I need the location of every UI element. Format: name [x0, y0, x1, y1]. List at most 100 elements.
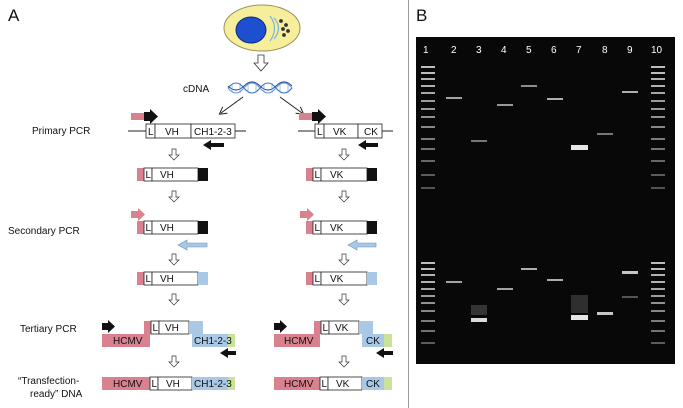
- heavy-primary-leader: L: [148, 127, 154, 138]
- band-lane-2-upper: [446, 97, 462, 99]
- lane-label-7: 7: [576, 45, 582, 56]
- lane-label-6: 6: [551, 45, 557, 56]
- heavy-secondary-product: L VH: [137, 271, 208, 286]
- heavy-tertiary-vector-promoter: HCMV: [102, 334, 150, 347]
- light-product1-variable: VK: [330, 170, 344, 181]
- heavy-secondary-forward-primer: [131, 208, 145, 221]
- light-final-leader: L: [322, 379, 328, 390]
- stage-label-tertiary: Tertiary PCR: [20, 324, 77, 335]
- cdna-helix-icon: [227, 81, 293, 94]
- light-secondary-product: L VK: [306, 271, 377, 286]
- band-lane-3-lower: [471, 318, 487, 322]
- lane-labels: 1 2 3 4 5 6 7 8 9 10: [423, 45, 663, 56]
- band-lane-4-upper: [497, 104, 513, 106]
- heavy-tertiary-leader: L: [153, 323, 159, 334]
- light-secondary-leader: L: [315, 223, 321, 234]
- band-lane-9-lower: [622, 271, 638, 274]
- heavy-secondary-leader: L: [146, 223, 152, 234]
- arrow-heavy-primary-down: [168, 148, 180, 161]
- heavy-tertiary-promoter-label: HCMV: [113, 336, 143, 347]
- band-lane-9-faint: [622, 296, 638, 298]
- heavy-product2-leader: L: [146, 274, 152, 285]
- panel-a-letter: A: [8, 6, 20, 25]
- band-lane-3-upper: [471, 140, 487, 142]
- light-primary-construct: L VK CK: [314, 123, 383, 139]
- heavy-product2-variable: VH: [160, 274, 174, 285]
- arrow-heavy-product1-down: [168, 190, 180, 203]
- arrow-light-product1-down: [338, 190, 350, 203]
- panel-b-letter: B: [416, 6, 427, 25]
- stage-label-secondary: Secondary PCR: [8, 226, 80, 237]
- light-primary-reverse-primer-icon: [358, 140, 378, 150]
- heavy-tertiary-constant-label: CH1-2-3: [194, 336, 232, 347]
- light-transfection-ready-dna: HCMV L VK CK: [274, 376, 392, 391]
- band-lane-9-upper: [622, 91, 638, 93]
- band-lane-7-upper: [571, 145, 588, 150]
- arrow-light-tertiary-down: [338, 355, 350, 368]
- ladder-lane-10: [651, 66, 665, 344]
- band-lane-4-lower: [497, 288, 513, 290]
- heavy-product1-leader: L: [146, 170, 152, 181]
- gel-image: [416, 37, 675, 364]
- band-lane-7-lower: [571, 315, 588, 320]
- heavy-tertiary-insert: L VH: [144, 320, 203, 335]
- heavy-final-variable: VH: [166, 379, 180, 390]
- band-lane-7-smear: [571, 295, 588, 313]
- ladder-lane-1: [421, 66, 435, 344]
- light-product1-leader: L: [315, 170, 321, 181]
- heavy-secondary-reverse-primer: [177, 239, 208, 251]
- lane-label-8: 8: [602, 45, 608, 56]
- heavy-tertiary-vector-constant: CH1-2-3: [192, 334, 235, 347]
- band-lane-3-smear: [471, 305, 487, 315]
- band-lane-8-lower: [597, 312, 613, 315]
- light-secondary-forward-primer: [300, 208, 314, 221]
- light-tertiary-reverse-primer-icon: [376, 348, 393, 358]
- band-lane-8-upper: [597, 133, 613, 135]
- b-cell-icon: [223, 4, 301, 52]
- band-lane-5-lower: [521, 268, 537, 270]
- light-tertiary-variable: VK: [335, 323, 349, 334]
- arrow-cell-to-cdna: [253, 54, 269, 72]
- light-primary-forward-primer: [299, 109, 326, 124]
- heavy-secondary-variable: VH: [160, 223, 174, 234]
- light-tertiary-vector-constant: CK: [362, 334, 392, 347]
- heavy-secondary-template: L VH: [137, 220, 208, 235]
- stage-label-final-line1: “Transfection-: [18, 376, 79, 387]
- panel-a-flowchart: cDNA Primary PCR Secondary PCR Tertiary …: [8, 4, 393, 400]
- light-final-promoter: HCMV: [284, 379, 314, 390]
- arrow-cdna-to-heavy: [218, 96, 244, 115]
- stage-label-final-line2: ready” DNA: [30, 389, 83, 400]
- heavy-chain-column: L VH CH1-2-3 L VH: [102, 109, 246, 391]
- light-secondary-reverse-primer: [347, 239, 377, 251]
- light-tertiary-insert: L VK: [314, 320, 373, 335]
- light-primary-variable: VK: [333, 127, 347, 138]
- lane-label-10: 10: [651, 45, 663, 56]
- arrow-heavy-product2-down: [168, 293, 180, 306]
- lane-label-9: 9: [627, 45, 633, 56]
- light-tertiary-promoter-label: HCMV: [284, 336, 314, 347]
- panel-b-gel: 1 2 3 4 5 6 7 8 9 10: [416, 37, 675, 364]
- arrow-light-product2-down: [338, 293, 350, 306]
- sample-bands: [446, 85, 638, 322]
- light-product2-variable: VK: [330, 274, 344, 285]
- nucleus-icon: [235, 16, 267, 44]
- light-primary-constant: CK: [364, 127, 378, 138]
- lane-label-3: 3: [476, 45, 482, 56]
- band-lane-5-upper: [521, 85, 537, 87]
- arrow-cdna-to-light: [279, 96, 305, 115]
- heavy-primary-product: L VH: [137, 167, 208, 182]
- lane-label-1: 1: [423, 45, 429, 56]
- arrow-heavy-secondary-down: [168, 253, 180, 266]
- cdna-label: cDNA: [183, 84, 209, 95]
- heavy-tertiary-reverse-primer-icon: [220, 348, 236, 358]
- heavy-transfection-ready-dna: HCMV L VH CH1-2-3: [102, 376, 235, 391]
- heavy-final-leader: L: [152, 379, 158, 390]
- lane-label-2: 2: [451, 45, 457, 56]
- light-final-variable: VK: [336, 379, 350, 390]
- light-tertiary-vector-promoter: HCMV: [274, 334, 320, 347]
- heavy-tertiary-variable: VH: [165, 323, 179, 334]
- heavy-product1-variable: VH: [160, 170, 174, 181]
- light-product2-leader: L: [315, 274, 321, 285]
- light-secondary-template: L VK: [306, 220, 377, 235]
